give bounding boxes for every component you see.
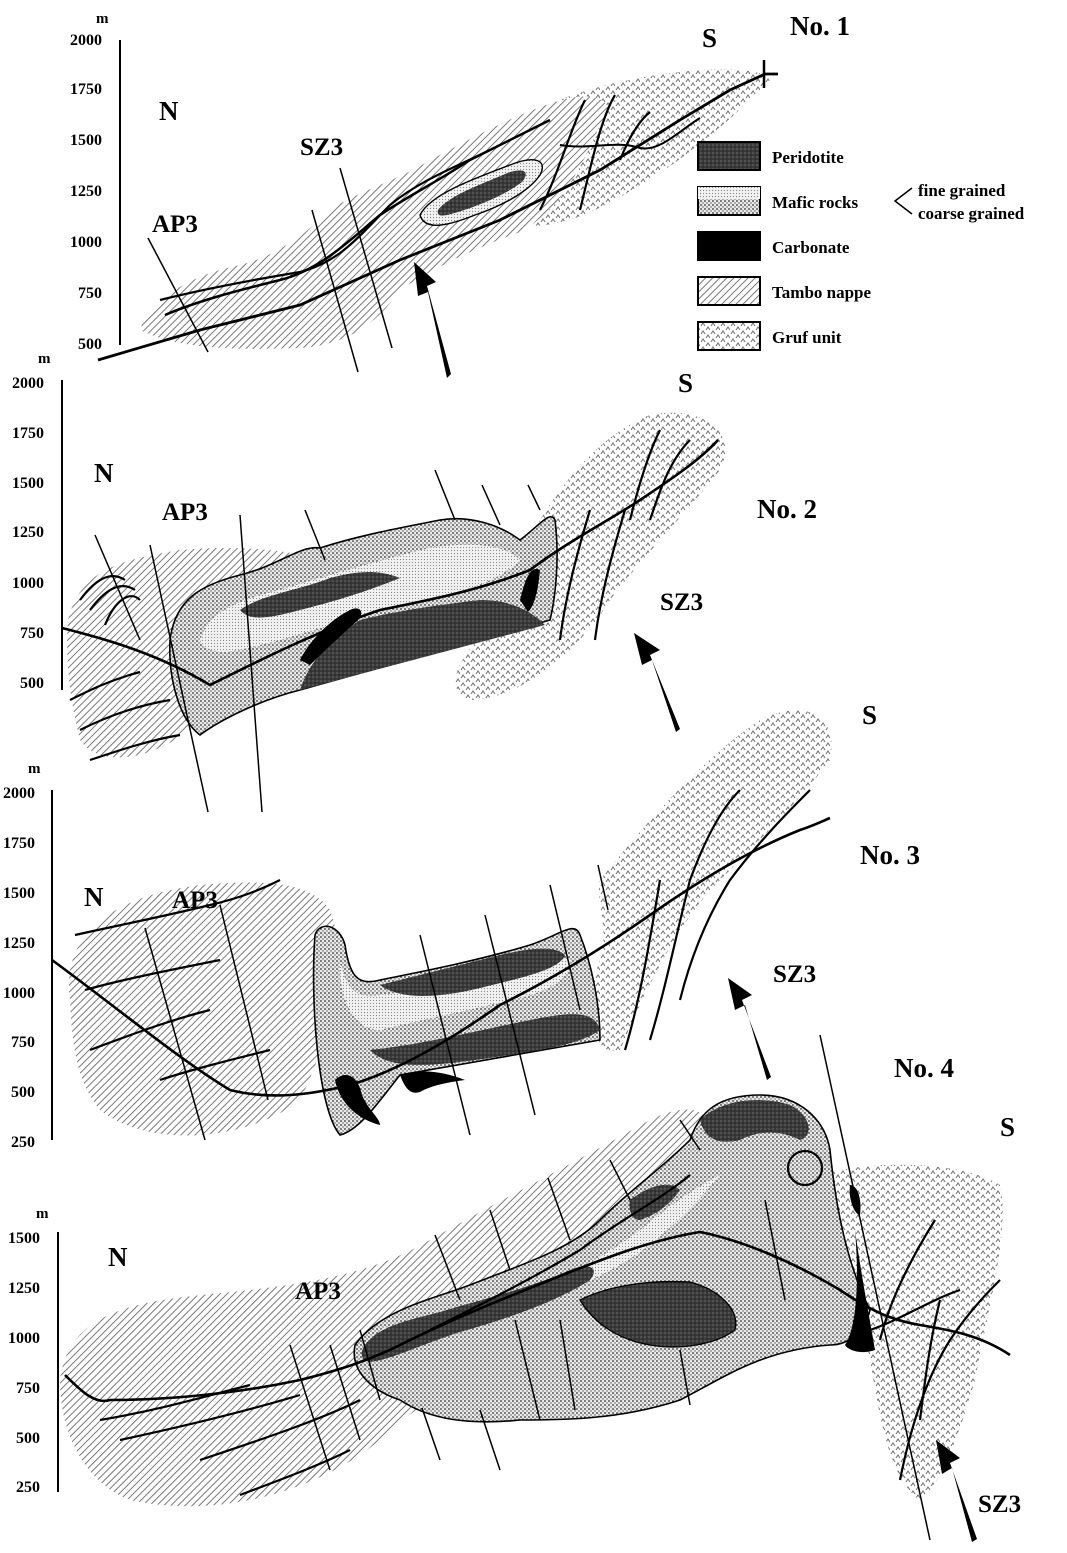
tick-label: 2000: [3, 785, 35, 802]
legend-label-peridotite: Peridotite: [772, 148, 844, 167]
section-4-ap3-label: AP3: [295, 1278, 341, 1305]
section-2-sz3-label: SZ3: [660, 589, 703, 616]
legend-swatch-tambo: [698, 277, 760, 305]
section-1-south-label: S: [702, 23, 717, 53]
section-2-ticks: 2000 1750 1500 1250 1000 750 500: [12, 375, 44, 692]
sz3-arrow: [634, 633, 680, 732]
tick-label: 1750: [3, 835, 35, 852]
tick-label: 500: [16, 1430, 40, 1447]
section-3-sz3-label: SZ3: [773, 961, 816, 988]
legend-label-mafic: Mafic rocks: [772, 193, 858, 212]
tick-label: 250: [16, 1479, 40, 1496]
section-1-ap3-label: AP3: [152, 211, 198, 238]
legend-bracket: [895, 188, 912, 214]
tick-label: 1500: [12, 475, 44, 492]
tick-label: 500: [78, 336, 102, 353]
legend-swatch-mafic-fine: [698, 187, 760, 199]
section-1-north-label: N: [159, 96, 179, 126]
section-3-ticks: 2000 1750 1500 1250 1000 750 500 250: [3, 785, 35, 1151]
section-4-south-label: S: [1000, 1112, 1015, 1142]
section-1-unit: m: [96, 11, 109, 27]
section-4-number: No. 4: [894, 1053, 954, 1083]
tick-label: 750: [20, 625, 44, 642]
section-4-unit: m: [36, 1206, 49, 1222]
legend-swatch-carbonate: [698, 232, 760, 260]
section-3-ap3-label: AP3: [172, 887, 218, 914]
section-2-south-label: S: [678, 368, 693, 398]
tick-label: 1750: [70, 81, 102, 98]
section-4-ticks: 1500 1250 1000 750 500 250: [8, 1230, 40, 1496]
section-1-number: No. 1: [790, 11, 850, 41]
tick-label: 750: [11, 1034, 35, 1051]
tick-label: 2000: [12, 375, 44, 392]
sz3-arrow: [414, 262, 451, 378]
tick-label: 2000: [70, 32, 102, 49]
section-3-north-label: N: [84, 882, 104, 912]
legend: Peridotite Mafic rocks fine grained coar…: [698, 142, 1025, 350]
tick-label: 1250: [8, 1280, 40, 1297]
sz3-arrow: [936, 1440, 977, 1542]
section-2-north-label: N: [94, 458, 114, 488]
sz3-arrow: [728, 978, 771, 1080]
ap3-trace: [435, 470, 455, 520]
tick-label: 250: [11, 1134, 35, 1151]
section-3-unit: m: [28, 761, 41, 777]
section-1-sz3-label: SZ3: [300, 134, 343, 161]
section-4-sz3-label: SZ3: [978, 1491, 1021, 1518]
legend-swatch-gruf: [698, 322, 760, 350]
tick-label: 1250: [3, 935, 35, 952]
tambo-nappe-body: [69, 883, 338, 1136]
section-3: m 2000 1750 1500 1250 1000 750 500 250: [3, 700, 920, 1151]
tick-label: 1500: [70, 132, 102, 149]
tick-label: 1250: [70, 183, 102, 200]
section-3-south-label: S: [862, 700, 877, 730]
tick-label: 1250: [12, 524, 44, 541]
tick-label: 1000: [8, 1330, 40, 1347]
section-4-north-label: N: [108, 1242, 128, 1272]
tick-label: 1000: [12, 575, 44, 592]
section-1-ticks: 2000 1750 1500 1250 1000 750 500: [70, 32, 102, 353]
section-2-ap3-label: AP3: [162, 499, 208, 526]
section-2-unit: m: [38, 351, 51, 367]
tick-label: 1750: [12, 425, 44, 442]
legend-label-gruf: Gruf unit: [772, 328, 842, 347]
section-2: m 2000 1750 1500 1250 1000 750 500: [12, 351, 817, 812]
ap3-trace: [482, 485, 500, 525]
tick-label: 1500: [8, 1230, 40, 1247]
tick-label: 500: [20, 675, 44, 692]
tick-label: 750: [78, 285, 102, 302]
legend-swatch-peridotite: [698, 142, 760, 170]
section-2-number: No. 2: [757, 494, 817, 524]
section-3-number: No. 3: [860, 840, 920, 870]
tick-label: 1500: [3, 885, 35, 902]
tick-label: 1000: [70, 234, 102, 251]
tick-label: 750: [16, 1380, 40, 1397]
tick-label: 500: [11, 1084, 35, 1101]
ap3-trace: [528, 485, 540, 510]
legend-mafic-fine-note: fine grained: [918, 181, 1006, 200]
legend-mafic-coarse-note: coarse grained: [918, 204, 1025, 223]
legend-label-carbonate: Carbonate: [772, 238, 850, 257]
legend-label-tambo: Tambo nappe: [772, 283, 872, 302]
tick-label: 1000: [3, 985, 35, 1002]
gruf-unit-body: [592, 710, 832, 1051]
